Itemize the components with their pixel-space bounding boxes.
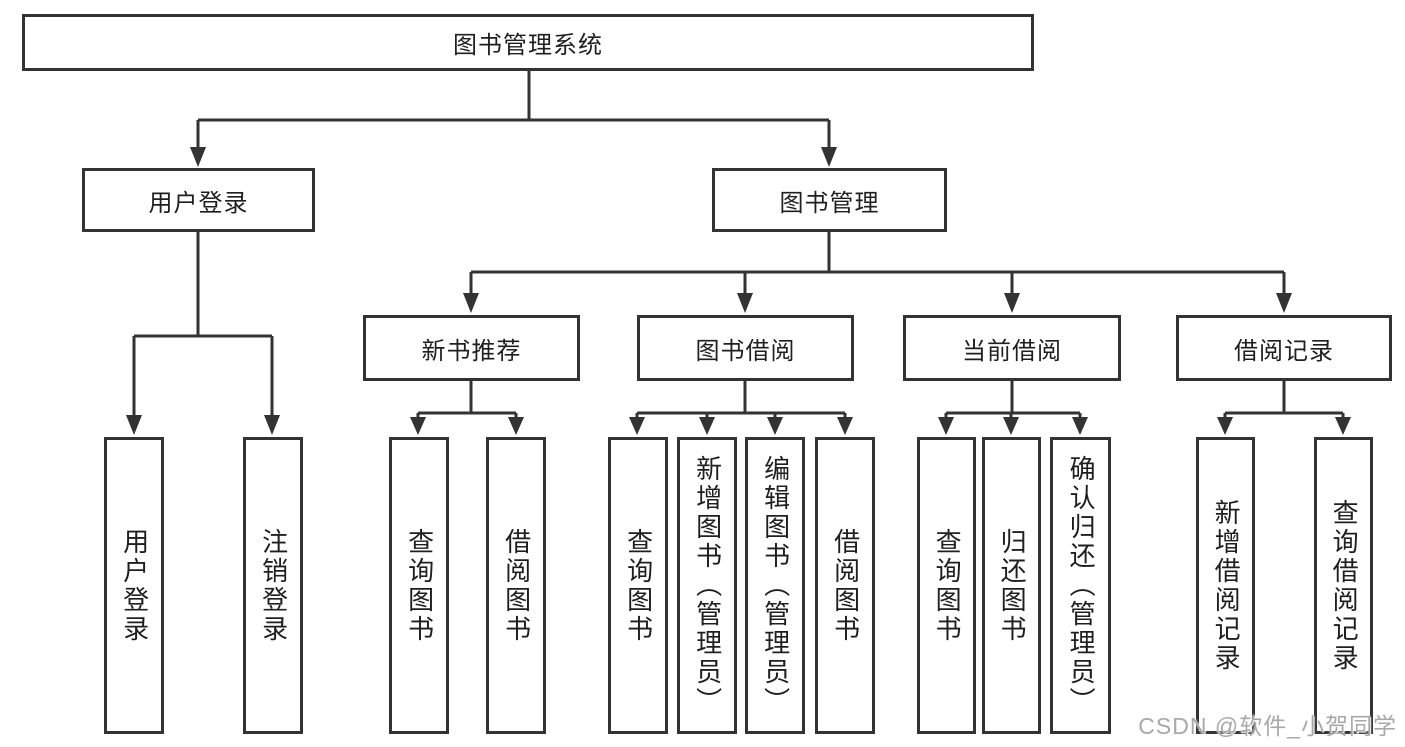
leaf-query-books-1: 查询图书 xyxy=(389,437,449,734)
node-book-borrowing: 图书借阅 xyxy=(637,315,854,381)
connector-arrowhead xyxy=(1217,417,1233,435)
leaf-query-borrow-record: 查询借阅记录 xyxy=(1314,437,1373,734)
node-new-book-recommendation: 新书推荐 xyxy=(363,315,580,381)
leaf-borrow-books-2: 借阅图书 xyxy=(815,437,875,734)
leaf-return-books: 归还图书 xyxy=(982,437,1041,734)
connector-arrowhead xyxy=(1003,417,1019,435)
node-root: 图书管理系统 xyxy=(22,14,1034,71)
node-borrowing-records: 借阅记录 xyxy=(1176,315,1392,381)
connector-arrowhead xyxy=(1004,293,1020,313)
connector-arrowhead xyxy=(463,293,479,313)
connector-arrowhead xyxy=(938,417,954,435)
connector-arrowhead xyxy=(190,147,206,167)
connector-arrowhead xyxy=(821,147,837,167)
connector-arrowhead xyxy=(737,293,753,313)
connector-arrowhead xyxy=(837,417,853,435)
connector-arrowhead xyxy=(1072,417,1088,435)
connector-arrowhead xyxy=(1335,417,1351,435)
connector-arrowhead xyxy=(1276,293,1292,313)
leaf-edit-book-admin: 编辑图书（管理员） xyxy=(745,437,805,734)
leaf-borrow-books-1: 借阅图书 xyxy=(486,437,546,734)
connector-arrowhead xyxy=(126,415,142,435)
connector-arrowhead xyxy=(767,417,783,435)
connector-arrowhead xyxy=(410,417,426,435)
node-user-login-branch: 用户登录 xyxy=(82,168,315,232)
leaf-add-book-admin: 新增图书（管理员） xyxy=(677,437,737,734)
connector-arrowhead xyxy=(508,417,524,435)
watermark: CSDN @软件_小贺同学 xyxy=(1138,713,1397,739)
leaf-query-books-3: 查询图书 xyxy=(917,437,976,734)
leaf-confirm-return-admin: 确认归还（管理员） xyxy=(1050,437,1111,734)
connector-arrowhead xyxy=(629,417,645,435)
leaf-add-borrow-record: 新增借阅记录 xyxy=(1196,437,1255,734)
leaf-logout: 注销登录 xyxy=(243,437,303,734)
node-book-management-branch: 图书管理 xyxy=(712,168,947,232)
node-current-borrowing: 当前借阅 xyxy=(903,315,1121,381)
connector-arrowhead xyxy=(699,417,715,435)
connector-arrowhead xyxy=(264,415,280,435)
leaf-query-books-2: 查询图书 xyxy=(608,437,668,734)
leaf-user-login: 用户登录 xyxy=(104,437,164,734)
